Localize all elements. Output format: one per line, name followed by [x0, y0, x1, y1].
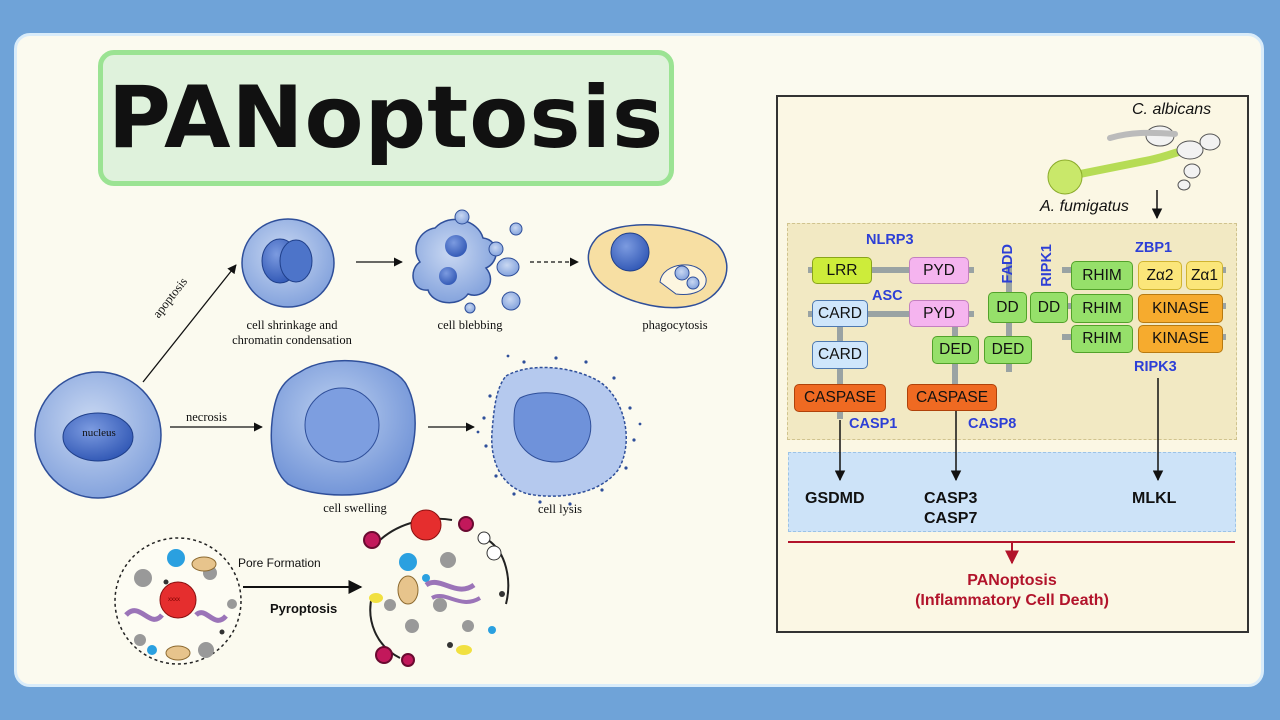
za1-domain: Zα1	[1186, 261, 1223, 290]
pyd-domain-asc: PYD	[909, 300, 969, 327]
normal-cell	[34, 371, 162, 499]
cell-swelling-label: cell swelling	[323, 501, 387, 515]
phagocytosis-label: phagocytosis	[642, 318, 708, 332]
phagocyte	[587, 224, 728, 309]
kinase-domain-ripk1: KINASE	[1138, 294, 1223, 323]
aspergillus-label: A. fumigatus	[1040, 198, 1129, 215]
necrosis-label: necrosis	[186, 410, 227, 424]
dd-domain-ripk1: DD	[1030, 292, 1068, 323]
casp1-label: CASP1	[849, 416, 898, 432]
pyroptosis-ruptured-cell	[363, 509, 510, 667]
shrunken-cell	[241, 218, 335, 308]
apoptosis-arrow	[142, 264, 237, 383]
asc-label: ASC	[872, 288, 903, 304]
effector-box	[788, 452, 1236, 532]
za2-domain: Zα2	[1138, 261, 1182, 290]
lrr-domain: LRR	[812, 257, 872, 284]
panoptosis-result: PANoptosis (Inflammatory Cell Death)	[915, 572, 1109, 609]
rhim-domain-ripk3: RHIM	[1071, 325, 1133, 353]
rhim-domain-ripk1: RHIM	[1071, 294, 1133, 323]
candida-label: C. albicans	[1132, 101, 1212, 118]
cell-blebbing-label: cell blebbing	[437, 318, 503, 332]
title-box: PANoptosis	[98, 50, 674, 186]
fungi-illustration	[1047, 125, 1221, 195]
caspase-domain-casp8: CASPASE	[907, 384, 997, 411]
blebbing-cell	[412, 209, 523, 314]
dd-domain-fadd: DD	[988, 292, 1027, 323]
fadd-label: FADD	[1000, 244, 1016, 284]
ded-domain-casp8: DED	[932, 336, 979, 364]
cell-shrinkage-label: cell shrinkage and chromatin condensatio…	[232, 318, 352, 347]
cell-lysis-label: cell lysis	[537, 502, 583, 516]
mlkl-output: MLKL	[1132, 490, 1177, 507]
casp8-label: CASP8	[968, 416, 1017, 432]
nucleus-marks: xxxx	[168, 597, 180, 603]
page-title: PANoptosis	[107, 68, 665, 168]
pore-formation-label: Pore Formation	[238, 556, 321, 570]
zbp1-label: ZBP1	[1135, 240, 1173, 256]
casp3-casp7-output: CASP3 CASP7	[924, 490, 978, 527]
nucleus-label: nucleus	[82, 427, 116, 439]
kinase-domain-ripk3: KINASE	[1138, 325, 1223, 353]
gsdmd-output: GSDMD	[805, 490, 865, 507]
pyroptosis-intact-cell	[114, 537, 242, 665]
card-domain-casp1: CARD	[812, 341, 868, 369]
ripk3-label: RIPK3	[1134, 359, 1177, 375]
caspase-domain-casp1: CASPASE	[794, 384, 886, 412]
lysed-cell	[476, 354, 642, 506]
rhim-domain-zbp1: RHIM	[1071, 261, 1133, 290]
swollen-cell	[270, 359, 416, 496]
pyd-domain-nlrp3: PYD	[909, 257, 969, 284]
ded-domain-fadd: DED	[984, 336, 1032, 364]
pyroptosis-label: Pyroptosis	[270, 601, 338, 616]
card-domain-asc: CARD	[812, 300, 868, 327]
nlrp3-label: NLRP3	[866, 232, 914, 248]
ripk1-label: RIPK1	[1039, 244, 1055, 287]
